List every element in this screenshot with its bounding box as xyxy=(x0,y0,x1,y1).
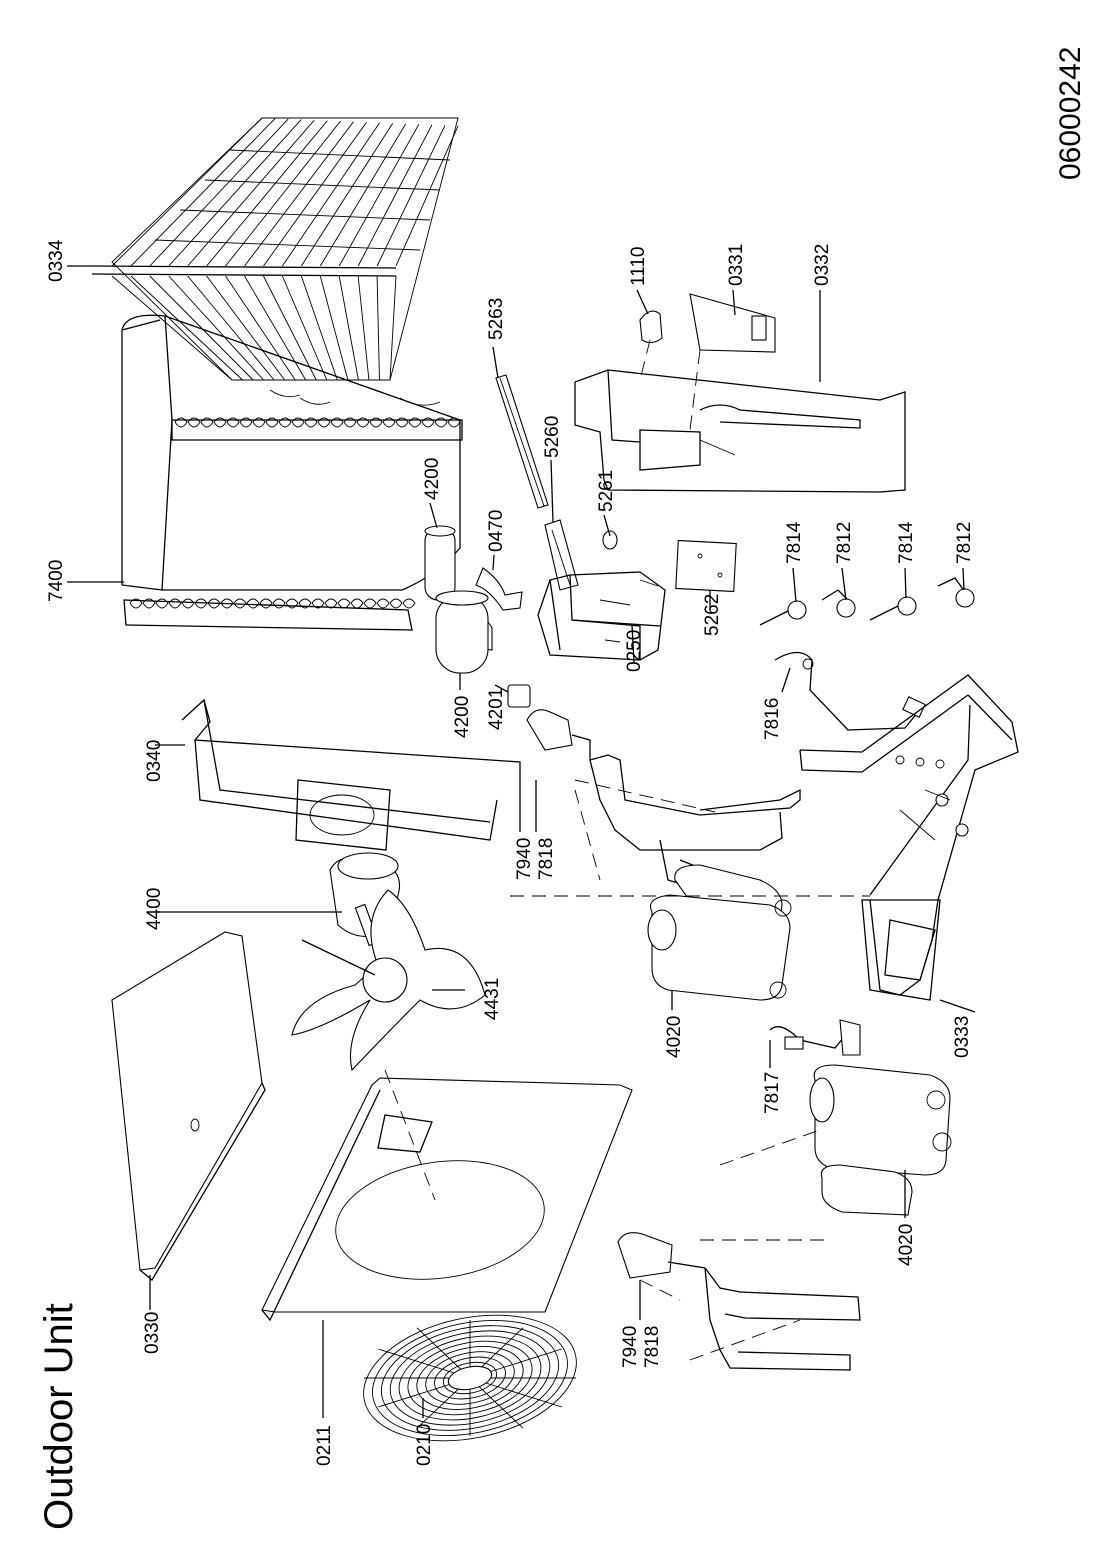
service-valve-parts xyxy=(759,577,975,626)
label-7940-bottom: 7940 xyxy=(620,1326,641,1368)
callout-labels: 0334 7400 5263 5260 1110 0331 0332 4200 … xyxy=(46,239,975,1466)
condenser-coil-part xyxy=(121,314,463,631)
back-grille-part xyxy=(91,117,459,381)
label-5261: 5261 xyxy=(596,470,617,512)
label-0330: 0330 xyxy=(142,1312,163,1354)
label-7814-second: 7814 xyxy=(896,521,917,564)
label-5262: 5262 xyxy=(702,594,723,636)
label-0250: 0250 xyxy=(624,630,645,672)
label-7940-top: 7940 xyxy=(514,838,535,880)
label-7818-top: 7818 xyxy=(536,838,557,880)
label-0470: 0470 xyxy=(486,510,507,552)
label-1110: 1110 xyxy=(628,247,649,286)
label-4431: 4431 xyxy=(482,978,503,1020)
sensor-7816-part xyxy=(774,651,926,731)
callout-leaders xyxy=(67,265,976,1418)
label-5263: 5263 xyxy=(486,298,507,340)
label-7400: 7400 xyxy=(46,560,67,602)
label-0210: 0210 xyxy=(414,1424,435,1466)
control-box-part xyxy=(537,539,737,661)
label-0334: 0334 xyxy=(46,239,67,282)
label-7814-first: 7814 xyxy=(784,521,805,564)
label-4200-bottom: 4200 xyxy=(452,696,473,738)
label-7816: 7816 xyxy=(762,698,783,740)
label-7818-bottom: 7818 xyxy=(642,1326,663,1368)
label-0211: 0211 xyxy=(314,1425,335,1466)
reversing-valve-upper-part xyxy=(526,709,801,891)
label-4200-top: 4200 xyxy=(422,458,443,500)
front-panel-part xyxy=(261,1069,633,1322)
label-4020-bottom: 4020 xyxy=(896,1224,917,1266)
label-0340: 0340 xyxy=(144,740,165,782)
reversing-valve-lower-part xyxy=(617,1232,861,1371)
compressor-upper-part xyxy=(510,864,870,1001)
capacitor-parts xyxy=(424,525,531,708)
fan-guard-part xyxy=(363,1314,577,1442)
fan-blade-part xyxy=(291,889,486,1072)
label-7817: 7817 xyxy=(762,1072,783,1114)
label-0331: 0331 xyxy=(726,244,747,286)
motor-bracket-part xyxy=(181,698,521,851)
label-7812-first: 7812 xyxy=(834,522,855,564)
label-4201: 4201 xyxy=(486,688,507,730)
label-0333: 0333 xyxy=(952,1016,973,1058)
label-4020-top: 4020 xyxy=(664,1016,685,1058)
diagram-title: Outdoor Unit xyxy=(37,1303,81,1530)
top-panel-part xyxy=(111,931,266,1281)
label-4400: 4400 xyxy=(144,888,165,930)
compressor-lower-part xyxy=(700,1064,952,1241)
label-7812-second: 7812 xyxy=(954,522,975,564)
control-box-cover-parts xyxy=(495,293,906,591)
label-5260: 5260 xyxy=(542,416,563,458)
sensor-7817-part xyxy=(769,1019,861,1056)
drawing-code: 06000242 xyxy=(1054,47,1087,180)
base-frame-part xyxy=(799,674,1019,1001)
label-0332: 0332 xyxy=(812,244,833,286)
